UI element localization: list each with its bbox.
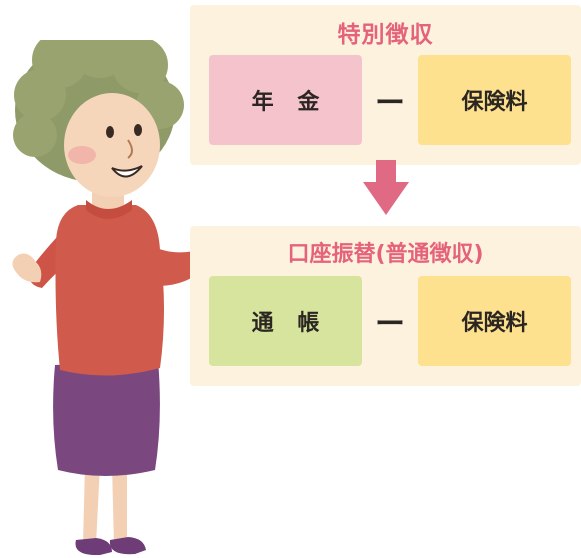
minus-operator: ー xyxy=(375,86,405,121)
premium-box-bottom: 保険料 xyxy=(418,276,571,366)
special-collection-panel: 特別徴収 年 金 ー 保険料 xyxy=(190,5,581,165)
bank-transfer-panel: 口座振替(普通徴収) 通 帳 ー 保険料 xyxy=(190,226,581,386)
passbook-box: 通 帳 xyxy=(209,276,362,366)
premium-label-top: 保険料 xyxy=(461,90,528,115)
passbook-label: 通 帳 xyxy=(251,311,328,336)
minus-operator-bottom: ー xyxy=(375,307,405,342)
premium-box-top: 保険料 xyxy=(418,55,571,145)
pension-box: 年 金 xyxy=(209,55,362,145)
down-arrow-icon xyxy=(363,160,409,215)
pension-label: 年 金 xyxy=(251,90,328,115)
bank-transfer-title: 口座振替(普通徴収) xyxy=(287,242,484,267)
premium-label-bottom: 保険料 xyxy=(461,311,528,336)
special-collection-title: 特別徴収 xyxy=(337,22,434,48)
